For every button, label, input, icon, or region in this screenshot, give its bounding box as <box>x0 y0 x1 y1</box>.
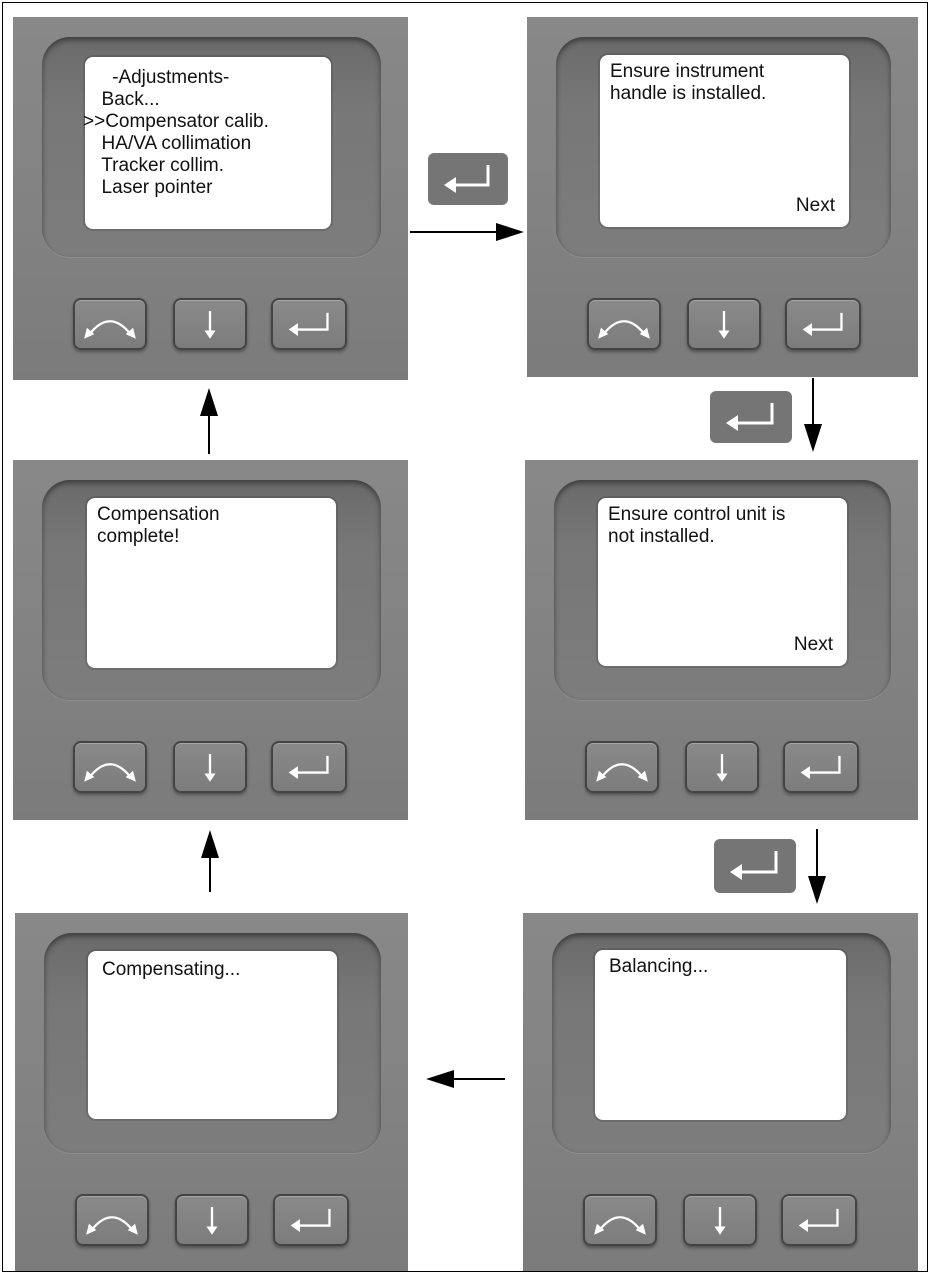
arrow-compensating-to-complete <box>201 830 219 892</box>
screen-line: Laser pointer <box>91 177 213 198</box>
panel-adjustments: -Adjustments- Back... >>Compensator cali… <box>13 17 408 380</box>
arrow-adjustments-to-handle <box>410 223 524 241</box>
screen-line: Back... <box>91 89 160 110</box>
enter-icon <box>802 312 843 336</box>
arrow-complete-to-adjustments <box>200 388 218 454</box>
screen-line: Balancing... <box>609 956 709 977</box>
enter-icon <box>800 755 841 779</box>
curved-double-arrow-icon <box>594 1216 646 1235</box>
screen-line: Ensure instrument <box>610 61 765 82</box>
arrow-control-unit-to-balancing <box>808 829 826 904</box>
down-arrow-icon <box>206 1207 218 1235</box>
screen-line: HA/VA collimation <box>91 133 252 154</box>
arrow-handle-to-control-unit <box>804 378 822 452</box>
enter-key-callout <box>428 153 508 205</box>
screen-line: handle is installed. <box>610 83 767 104</box>
down-arrow-icon <box>204 754 216 782</box>
enter-key-callout <box>714 839 796 893</box>
down-arrow-icon <box>718 311 730 339</box>
down-arrow-icon <box>716 754 728 782</box>
curved-double-arrow-icon <box>596 763 648 782</box>
enter-icon <box>288 755 329 779</box>
enter-icon <box>726 403 774 431</box>
enter-button[interactable] <box>271 298 347 350</box>
panel-handle-check: Ensure instrument handle is installed. N… <box>527 17 918 377</box>
curved-double-arrow-icon <box>84 320 136 339</box>
swap-button[interactable] <box>585 741 659 793</box>
curved-double-arrow-icon <box>598 320 650 339</box>
next-softkey-label: Next <box>793 634 833 655</box>
lcd-screen-complete: Compensation complete! <box>87 498 336 668</box>
screen-line: complete! <box>97 526 180 547</box>
enter-button[interactable] <box>271 741 347 793</box>
down-button[interactable] <box>173 741 247 793</box>
screen-line: Compensating... <box>102 959 241 980</box>
enter-icon <box>444 165 490 193</box>
enter-button[interactable] <box>273 1194 349 1246</box>
swap-button[interactable] <box>75 1194 149 1246</box>
arrow-balancing-to-compensating <box>426 1070 505 1088</box>
lcd-screen-adjustments: -Adjustments- Back... >>Compensator cali… <box>83 57 331 229</box>
enter-button[interactable] <box>785 298 861 350</box>
screen-line-selected: >>Compensator calib. <box>83 111 269 132</box>
enter-key-callout <box>710 391 792 443</box>
lcd-screen-control-unit: Ensure control unit is not installed. Ne… <box>598 498 847 666</box>
enter-icon <box>290 1208 331 1232</box>
panel-complete: Compensation complete! <box>13 460 408 820</box>
screen-line: -Adjustments- <box>91 67 230 88</box>
screen-line: Compensation <box>97 504 220 525</box>
next-softkey-label: Next <box>795 195 835 216</box>
down-button[interactable] <box>687 298 761 350</box>
lcd-screen-balancing: Balancing... <box>595 950 846 1120</box>
panel-balancing: Balancing... <box>523 913 918 1271</box>
panel-compensating: Compensating... <box>15 913 408 1271</box>
enter-button[interactable] <box>783 741 859 793</box>
enter-button[interactable] <box>781 1194 857 1246</box>
enter-icon <box>730 851 778 880</box>
curved-double-arrow-icon <box>86 1216 138 1235</box>
swap-button[interactable] <box>583 1194 657 1246</box>
screen-line: Ensure control unit is <box>608 504 786 525</box>
down-arrow-icon <box>204 311 216 339</box>
screen-line: not installed. <box>608 526 715 547</box>
swap-button[interactable] <box>587 298 661 350</box>
down-button[interactable] <box>175 1194 249 1246</box>
lcd-screen-handle: Ensure instrument handle is installed. N… <box>600 55 849 227</box>
down-arrow-icon <box>714 1207 726 1235</box>
screen-line: Tracker collim. <box>91 155 225 176</box>
enter-icon <box>288 312 329 336</box>
down-button[interactable] <box>685 741 759 793</box>
curved-double-arrow-icon <box>84 763 136 782</box>
lcd-screen-compensating: Compensating... <box>88 951 337 1119</box>
down-button[interactable] <box>683 1194 757 1246</box>
swap-button[interactable] <box>73 741 147 793</box>
panel-control-unit-check: Ensure control unit is not installed. Ne… <box>525 460 918 820</box>
swap-button[interactable] <box>73 298 147 350</box>
enter-icon <box>798 1208 839 1232</box>
down-button[interactable] <box>173 298 247 350</box>
